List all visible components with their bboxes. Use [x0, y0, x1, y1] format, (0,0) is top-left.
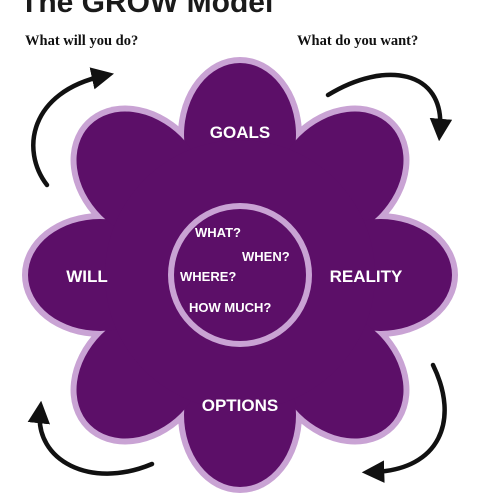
question-how-much: HOW MUCH?	[189, 300, 271, 315]
question-where: WHERE?	[180, 269, 236, 284]
curved-arrow-bottom-right-icon	[361, 362, 447, 483]
center-circle	[174, 209, 306, 341]
petal-label-reality: REALITY	[330, 267, 403, 286]
petal-label-options: OPTIONS	[202, 396, 279, 415]
question-what: WHAT?	[195, 225, 241, 240]
prompt-what-will-you-do: What will you do?	[25, 33, 139, 49]
prompt-what-do-you-want: What do you want?	[297, 33, 419, 49]
curved-arrow-bottom-left-icon	[27, 400, 155, 476]
petal-label-goals: GOALS	[210, 123, 270, 142]
page-title: The GROW Model	[20, 0, 274, 19]
petal-label-will: WILL	[66, 267, 108, 286]
question-when: WHEN?	[242, 249, 290, 264]
curved-arrow-top-left-icon	[31, 67, 114, 188]
curved-arrow-top-right-icon	[325, 72, 453, 142]
flower-petals	[22, 57, 458, 493]
